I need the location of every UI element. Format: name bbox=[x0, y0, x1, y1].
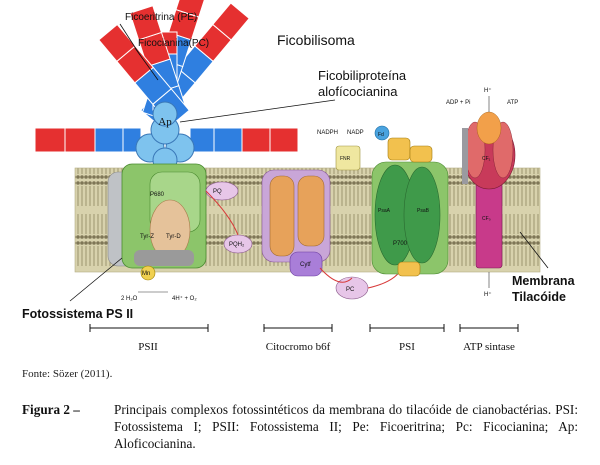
scale-label-cytb6f: Citocromo b6f bbox=[266, 341, 331, 353]
scale-label-psi: PSI bbox=[399, 341, 415, 353]
scale-label-psii: PSII bbox=[138, 341, 158, 353]
fd-label: Fd bbox=[378, 132, 384, 138]
photosystem-ps2-label: Fotossistema PS II bbox=[22, 307, 133, 321]
adp-label: ADP + Pi bbox=[446, 100, 470, 106]
fnr-label: FNR bbox=[340, 156, 351, 162]
cytb6f-complex: Cytf PC bbox=[261, 169, 403, 300]
caption-label: Figura 2 – bbox=[22, 402, 80, 417]
nadph-label: NADPH bbox=[317, 130, 338, 136]
allophycocyanin-core: Ap bbox=[135, 101, 195, 173]
figure-source: Fonte: Sözer (2011). bbox=[22, 368, 113, 380]
pqh2-label: PQH₂ bbox=[229, 242, 245, 248]
plastoquinone: PQ PQH₂ bbox=[205, 181, 253, 254]
scale-bar: PSII Citocromo b6f PSI ATP sintase bbox=[89, 324, 519, 353]
ap-label: Ap bbox=[158, 116, 172, 128]
tyrz-label: Tyr-Z bbox=[140, 234, 154, 240]
phycobilisome: Ap bbox=[34, 0, 299, 173]
h-bottom-label: H⁺ bbox=[484, 291, 492, 298]
phycoerythrin-label: Ficoeritrina (PE) bbox=[125, 12, 197, 23]
pq-label: PQ bbox=[213, 189, 222, 195]
psab-label: PsaB bbox=[417, 208, 430, 214]
atp-label: ATP bbox=[507, 100, 518, 106]
phycobilisome-right-rod bbox=[98, 23, 190, 127]
pc-label: PC bbox=[346, 287, 355, 293]
psaa-label: PsaA bbox=[378, 208, 391, 214]
membrane-label-1: Membrana bbox=[512, 274, 576, 288]
photosynthesis-diagram: Ap Ficoeritrina (PE) Ficocianina(PC) Fic… bbox=[22, 0, 576, 353]
atp-synthase: CF₁ CF₀ ADP + Pi ATP H⁺ H⁺ bbox=[446, 87, 518, 298]
phycobilisome-label: Ficobilisoma bbox=[277, 32, 355, 48]
h-top-label: H⁺ bbox=[484, 87, 492, 94]
phycobiliprotein-label-2: alofícocianina bbox=[318, 84, 398, 99]
p680-label: P680 bbox=[150, 192, 165, 198]
membrane-label-2: Tilacóide bbox=[512, 290, 566, 304]
cf0-label: CF₀ bbox=[482, 216, 491, 222]
psii-complex: P680 Tyr-Z Tyr-D Mn 2 H₂O 4H⁺ + O₂ bbox=[107, 163, 207, 302]
cf1-label: CF₁ bbox=[482, 156, 491, 162]
figure-caption: Figura 2 – Principais complexos fotossin… bbox=[22, 401, 578, 452]
p700-label: P700 bbox=[393, 241, 408, 247]
phycobiliprotein-label-1: Ficobiliproteína bbox=[318, 68, 407, 83]
phycocyanin-label: Ficocianina(PC) bbox=[138, 38, 209, 49]
psi-complex: P700 PsaA PsaB Fd FNR NADPH NADP bbox=[317, 125, 449, 277]
cytf-label: Cytf bbox=[300, 262, 311, 268]
oxygen-label: 4H⁺ + O₂ bbox=[172, 295, 197, 302]
mn-label: Mn bbox=[142, 271, 150, 277]
caption-text: Principais complexos fotossintéticos da … bbox=[114, 402, 578, 451]
nadp-label: NADP bbox=[347, 130, 364, 136]
tyrd-label: Tyr-D bbox=[166, 234, 181, 240]
scale-label-atp-synthase: ATP sintase bbox=[463, 341, 515, 353]
water-label: 2 H₂O bbox=[121, 296, 138, 302]
